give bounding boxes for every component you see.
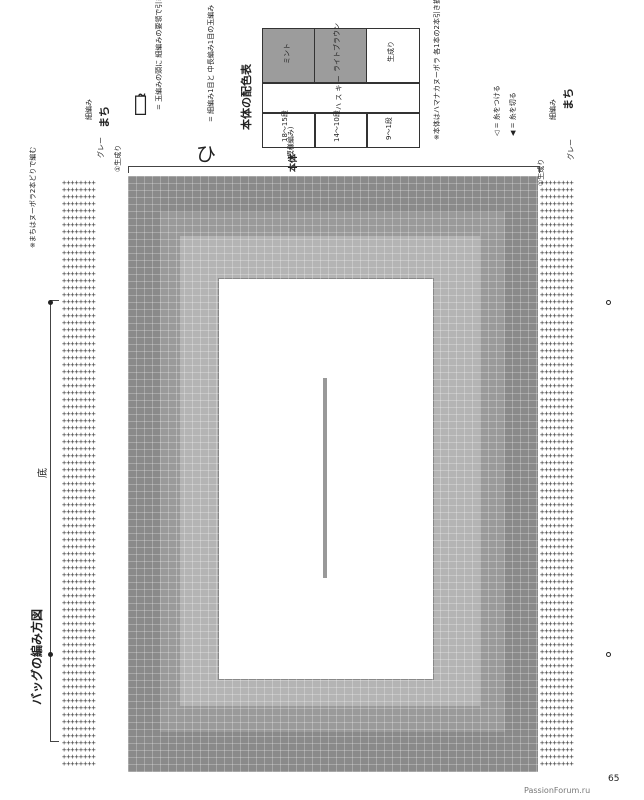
thread-cut-note: ◀ = 糸を切る [508,92,518,136]
chart-cell-grid [128,176,538,772]
yarn-label: ハ ス キ ー [334,75,344,110]
machi-left-title: まち [96,106,112,128]
machi-left-sub: 細編み [84,99,94,120]
marker-dot [48,300,53,305]
color-table-title: 本体の配色表 [238,64,254,130]
machi-right-title: まち [560,88,576,110]
row-label-2: 14〜10段 [332,110,342,142]
note-right: ※本体はハマナカヌーボラ 各1本の2本引き揃えで編む [432,0,442,140]
body-bracket [128,166,540,173]
stitch-symbol-2: ひ [196,138,216,167]
machi-right-sub: 細編み [548,99,558,120]
marker-ring [606,300,611,305]
legend-symbol1-desc: = 玉編みの頭に 細編みの要領で引き上げ 編みを編む [154,0,164,110]
marker-ring [606,652,611,657]
swatch-kinari-label: 生成り [386,41,396,62]
kinari-label-left: ①生成り [113,145,123,172]
row-label-3: 9〜1段 [384,117,394,140]
machi-right-stitches: ++++++++ ++++++++ ++++++++ ++++++++ ++++… [540,180,604,772]
legend-symbol2-desc: = 細編み1目と 中長編み1目の玉編み [206,5,216,122]
bottom-label: 底 [34,468,49,478]
thread-attach-note: ◁ = 糸をつける [492,85,502,136]
bottom-bracket-left [50,300,59,742]
body-sublabel: (模様編み) [286,127,296,160]
machi-left-stitches: ++++++++ ++++++++ ++++++++ ++++++++ ++++… [62,180,126,772]
chart-title: バッグの編み方図 [28,609,45,705]
page-number: 65 [608,774,619,784]
stitch-symbol-1: ひ̃ [134,92,147,117]
watermark: PassionForum.ru [524,786,590,795]
swatch-lightbrown-label: ライトブラウン [332,23,342,72]
swatch-mint-label: ミント [282,43,292,64]
gray-label-left: グレー [96,137,106,158]
gray-label-right: グレー [566,139,576,160]
marker-dot [48,652,53,657]
note-left: ※まちはヌーボラ2本どりで編む [28,147,38,248]
center-line [323,378,327,578]
